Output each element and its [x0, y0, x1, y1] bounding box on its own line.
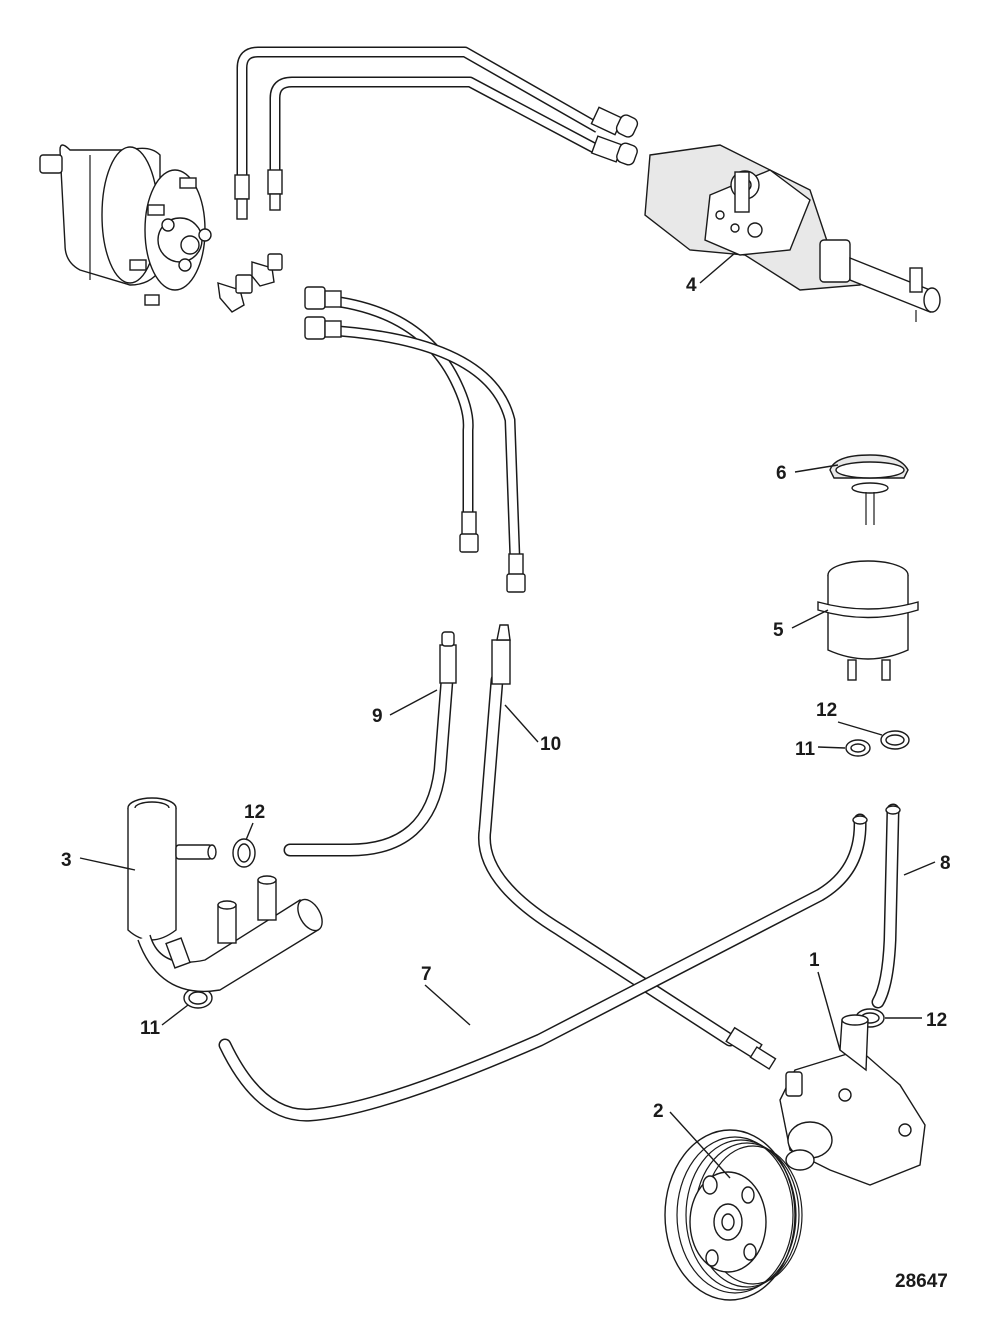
callout-5: 5 [773, 620, 784, 641]
callout-6: 6 [776, 463, 787, 484]
helm-actuator [39, 144, 212, 306]
fluid-cooler-tee [127, 797, 323, 993]
callout-2: 2 [653, 1101, 664, 1122]
callout-12-upper: 12 [816, 700, 837, 721]
callout-3: 3 [61, 850, 72, 871]
reservoir-cap [829, 454, 909, 525]
pressure-hose-10 [477, 624, 777, 1070]
callout-10: 10 [540, 734, 561, 755]
callout-9: 9 [372, 706, 383, 727]
leader-lines [79, 252, 936, 1179]
callout-labels: 1 2 3 4 5 6 7 8 9 10 11 11 12 12 12 [61, 275, 951, 1122]
hose-clamp-12-upper [880, 730, 910, 750]
pump-pulley [664, 1129, 803, 1301]
callout-12-right: 12 [926, 1010, 947, 1031]
callout-1: 1 [809, 950, 820, 971]
callout-11-upper: 11 [795, 739, 816, 760]
hose-clamp-12-left [232, 838, 256, 868]
fluid-reservoir [817, 560, 919, 681]
hose-clamp-11-upper [845, 739, 871, 757]
power-steering-pump [779, 1014, 926, 1186]
supply-hose-7 [218, 813, 868, 1122]
steering-actuator-cylinder [644, 144, 941, 322]
return-hose-9 [283, 631, 457, 857]
supply-hose-8 [871, 803, 901, 1009]
callout-4: 4 [686, 275, 697, 296]
callout-8: 8 [940, 853, 951, 874]
callout-12-left: 12 [244, 802, 265, 823]
elbow-fittings [217, 253, 283, 313]
figure-number: 28647 [895, 1271, 948, 1292]
middle-hydraulic-hoses [304, 286, 526, 593]
callout-7: 7 [421, 964, 432, 985]
upper-hydraulic-hoses [234, 46, 639, 220]
callout-11-lower: 11 [140, 1018, 161, 1039]
